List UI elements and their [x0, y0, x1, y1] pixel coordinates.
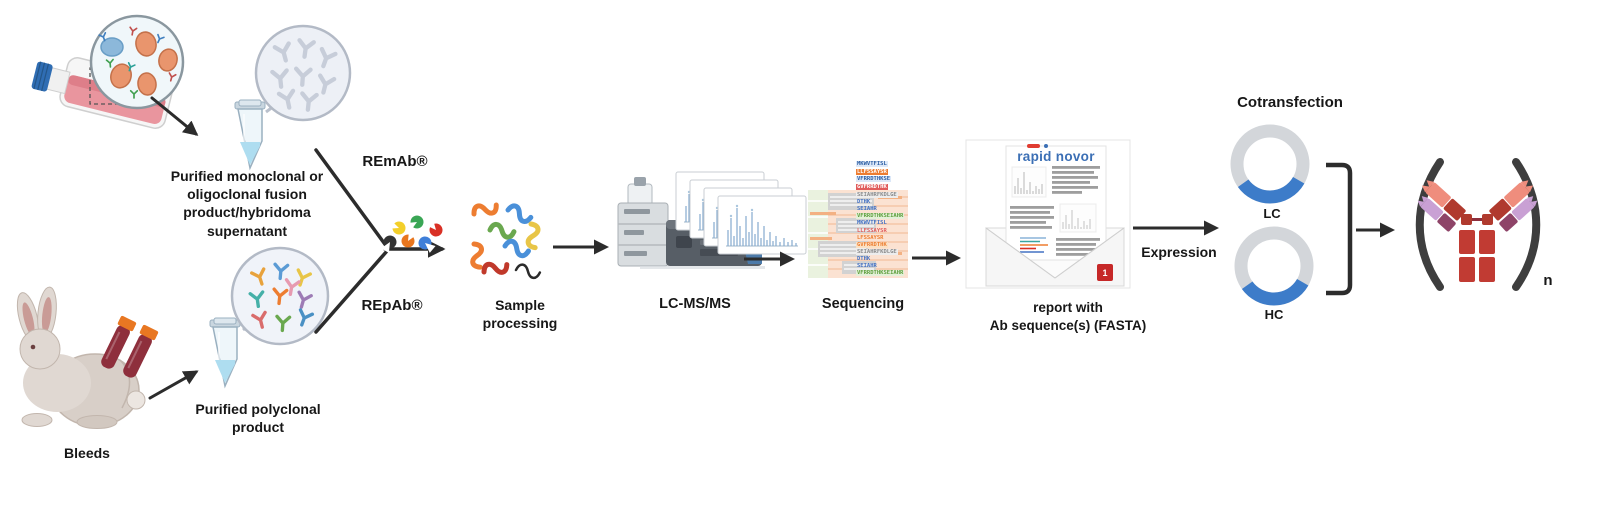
match-sequence-row: DTHK	[857, 199, 871, 205]
hc-plasmid	[1234, 226, 1314, 306]
cotransfection-label: Cotransfection	[1237, 94, 1343, 111]
query-sequence-row: LLFSSAYSR	[856, 169, 888, 176]
match-sequence-row: VFRRDTHKSEIAHR	[856, 270, 905, 277]
monoclonal-tube	[234, 99, 266, 169]
report-caption: report with Ab sequence(s) (FASTA)	[989, 300, 1147, 333]
lcmsms-label: LC-MS/MS	[659, 296, 731, 312]
rapid-novor-logo: rapid novor	[1017, 149, 1095, 164]
query-sequence-row: VFRRDTHKSE	[856, 176, 892, 183]
lc-plasmid-label: LC	[1263, 206, 1281, 221]
polyclonal-tube	[209, 317, 241, 387]
report-badge: 1	[1097, 264, 1113, 281]
match-sequence-row: SEIAHR	[857, 263, 877, 269]
peptides	[468, 199, 541, 278]
hc-plasmid-label: HC	[1264, 307, 1284, 322]
left-paren	[1415, 158, 1444, 291]
match-sequence-row: SEIAHRFKDLGE	[856, 249, 898, 256]
logo-dot-mark	[1044, 144, 1048, 148]
match-sequence-row: SEIAHR	[857, 206, 877, 212]
antibody-structure	[1417, 180, 1538, 282]
plasmid-bracket	[1326, 162, 1353, 296]
polyclonal-source-label: Purified polyclonal product	[195, 401, 321, 436]
match-sequence-row: MKWVTFISL	[857, 220, 887, 226]
repab-branch-label: REpAb®	[361, 297, 423, 314]
cells-zoom-circle	[89, 14, 185, 110]
report-page	[1005, 145, 1107, 261]
rabbit-to-tube-arrow	[148, 370, 199, 400]
match-sequence-row: VFRRDTHKSEIAHR	[856, 213, 905, 220]
match-sequence-row: GVFRRDTHK	[856, 242, 888, 249]
flask-to-tube-arrow	[150, 96, 199, 136]
rabbit	[16, 286, 146, 429]
monoclonal-source-label: Purified monoclonal or oligoclonal fusio…	[170, 168, 324, 239]
match-sequence-row: LLFSSAYSR	[857, 228, 887, 234]
match-sequence-row: LFSSAYSR	[857, 235, 884, 241]
sequencing-label: Sequencing	[821, 296, 905, 312]
match-sequence-row: SEIAHRFKDLGE	[856, 192, 898, 199]
match-sequence-row: DTHK	[857, 256, 871, 262]
sample-processing-label: Sample processing	[482, 297, 558, 332]
remab-branch-label: REmAb®	[362, 153, 428, 170]
logo-macron-mark	[1027, 144, 1040, 148]
blood-tubes	[101, 315, 159, 378]
mini-alignment	[1020, 237, 1048, 253]
multimer-subscript: n	[1543, 272, 1553, 289]
lc-plasmid	[1230, 124, 1310, 204]
expression-label: Expression	[1141, 244, 1217, 260]
bleeds-label: Bleeds	[64, 445, 110, 461]
query-sequence-row: MKWVTFISL	[856, 161, 888, 168]
monoclonal-antibodies-circle	[254, 24, 352, 122]
blue-cell	[100, 37, 124, 57]
query-sequence-row: GVFRRDTHK	[856, 184, 888, 191]
polyclonal-antibodies-circle	[230, 246, 330, 346]
right-paren	[1512, 158, 1541, 291]
